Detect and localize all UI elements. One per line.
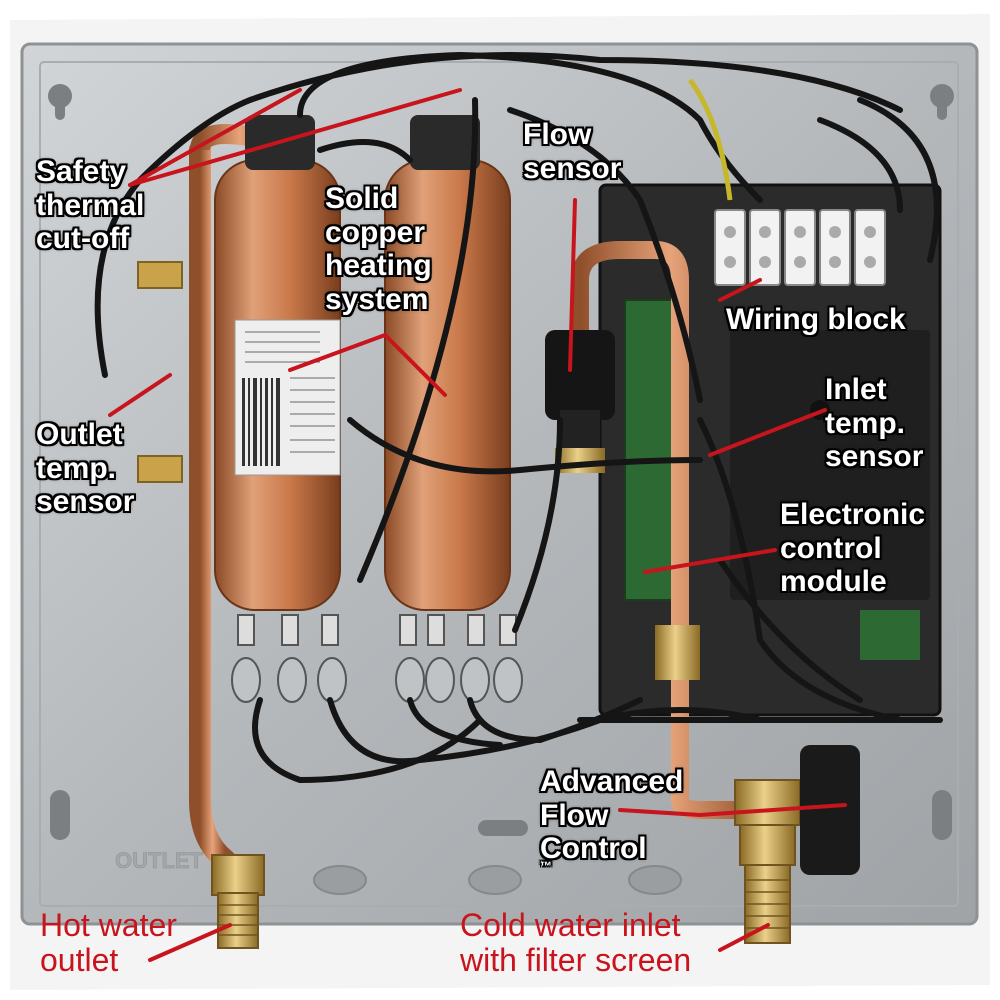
mounting-tabs xyxy=(137,261,183,483)
callout-lines xyxy=(108,88,847,962)
wiring-block-terminals xyxy=(714,209,886,286)
label-flow-sensor: Flow sensor xyxy=(523,118,622,185)
label-hot-water-outlet: Hot water outlet xyxy=(40,907,177,979)
label-electronic-control-module: Electronic control module xyxy=(780,498,926,599)
label-inlet-temp-sensor: Inlet temp. sensor xyxy=(825,373,924,474)
embossed-outlet-text: OUTLET xyxy=(115,848,204,873)
label-advanced-flow-control: Advanced Flow Control™ xyxy=(540,765,684,872)
hot-water-outlet-pipe xyxy=(189,124,282,949)
label-cold-water-inlet: Cold water inlet with filter screen xyxy=(460,907,692,979)
ground-wire xyxy=(687,78,733,201)
black-cables xyxy=(94,51,943,784)
label-wiring-block: Wiring block xyxy=(726,303,906,336)
knockout-holes xyxy=(313,865,682,895)
label-outlet-temp-sensor: Outlet temp. sensor xyxy=(36,418,135,519)
mounting-keyholes xyxy=(48,84,954,840)
label-solid-copper-heating-system: Solid copper heating system xyxy=(325,182,432,316)
label-safety-thermal-cutoff: Safety thermal cut-off xyxy=(36,155,145,256)
element-terminals xyxy=(231,614,523,703)
copper-heating-cylinders xyxy=(214,115,570,611)
